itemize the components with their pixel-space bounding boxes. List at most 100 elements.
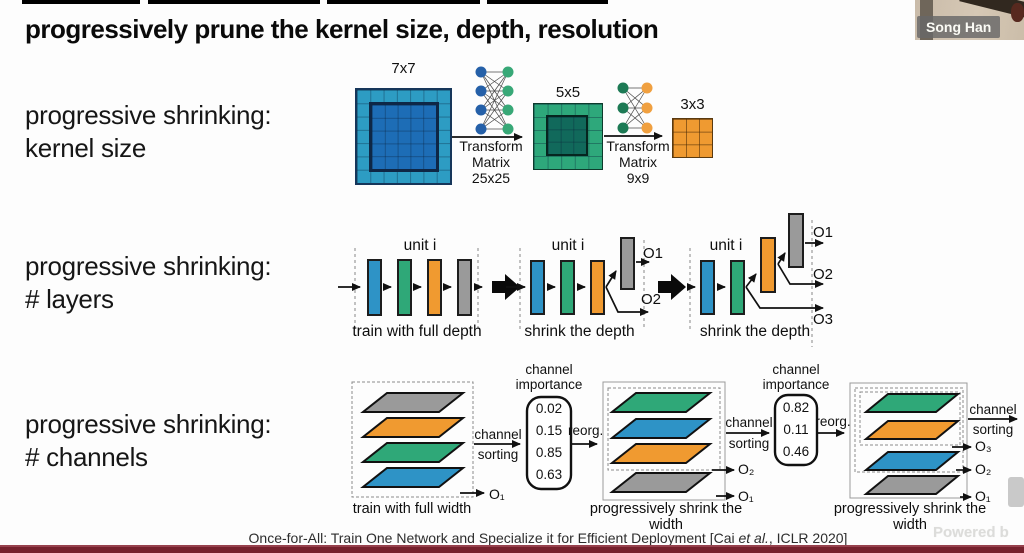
channel-sorting-label-1b: sorting	[477, 447, 519, 462]
importance-value: 0.15	[535, 423, 563, 438]
output-label-c-o3: O3	[813, 311, 834, 328]
layer-bar	[530, 260, 545, 315]
cropped-previous-line	[22, 0, 608, 4]
transform-network-icon-1	[475, 66, 514, 135]
powered-by-watermark: Powered b	[933, 524, 1009, 541]
kernel-row-label: progressive shrinking: kernel size	[25, 99, 272, 165]
channel-importance-title-2: channel importance	[749, 362, 843, 392]
channels-row-label: progressive shrinking: # channels	[25, 408, 272, 474]
width-group-1	[351, 381, 521, 498]
importance-title-1-line1: channel	[525, 362, 573, 377]
citation-etal: et al.	[738, 530, 769, 546]
channels-row-label-line2: # channels	[25, 442, 148, 472]
grid-5x5-label: 5x5	[555, 84, 581, 101]
transform1-line2: Matrix	[471, 154, 511, 170]
channel-sorting-label-2b: sorting	[728, 436, 770, 451]
depth-caption-a: train with full depth	[352, 323, 482, 340]
layer-bar	[760, 237, 776, 293]
video-background-figure	[1011, 3, 1024, 22]
channel-sorting-label-3b: sorting	[972, 422, 1014, 437]
width-caption-2: progressively shrink the width	[589, 501, 743, 533]
depth-group-b-lines	[506, 240, 650, 332]
presenter-name-badge: Song Han	[917, 16, 1001, 38]
big-arrow-2	[658, 274, 686, 300]
depth-caption-c: shrink the depth	[699, 323, 811, 340]
layers-row-label-line1: progressive shrinking:	[25, 251, 272, 281]
channel-sorting-label-3a: channel	[969, 402, 1017, 417]
width-caption-1: train with full width	[352, 501, 472, 517]
layer-bar	[397, 259, 412, 316]
output-label-g1-o1: O₁	[489, 486, 505, 502]
transform-matrix-label-2: Transform Matrix 9x9	[594, 138, 682, 186]
importance-value: 0.85	[535, 445, 563, 460]
unit-label-a: unit i	[403, 237, 437, 254]
importance-value: 0.82	[782, 400, 810, 415]
layer-bar	[620, 237, 635, 290]
importance-box-1	[525, 395, 573, 491]
unit-label-b: unit i	[551, 237, 585, 254]
transform1-line1: Transform	[459, 138, 523, 154]
transform2-line1: Transform	[606, 138, 670, 154]
presenter-video-tile[interactable]: Song Han	[915, 0, 1024, 40]
citation-text: Once-for-All: Train One Network and Spec…	[248, 530, 739, 546]
transform1-line3: 25x25	[471, 170, 511, 186]
kernel-grid-3x3	[672, 118, 713, 158]
output-label-b-o1: O1	[643, 245, 664, 262]
output-label-g2-o1: O₁	[738, 488, 754, 504]
unit-label-c: unit i	[709, 237, 743, 254]
channels-row-label-line1: progressive shrinking:	[25, 409, 272, 439]
output-label-b-o2: O2	[641, 291, 662, 308]
importance-title-1-line2: importance	[515, 377, 583, 392]
depth-group-c-lines	[687, 220, 824, 347]
layer-bar	[427, 259, 442, 316]
layer-bar	[730, 260, 745, 315]
scrollbar-thumb[interactable]	[1008, 477, 1024, 507]
layer-bar	[457, 259, 472, 316]
layer-bar	[700, 260, 715, 315]
reorg-label-1: reorg.	[568, 423, 604, 438]
depth-group-a-lines	[338, 248, 483, 332]
output-label-g3-o3: O₃	[975, 438, 992, 454]
slide-title: progressively prune the kernel size, dep…	[25, 14, 659, 44]
layers-row-label-line2: # layers	[25, 284, 114, 314]
layer-bar	[590, 260, 605, 315]
depth-caption-b: shrink the depth	[524, 323, 635, 340]
kernel-row-label-line1: progressive shrinking:	[25, 100, 272, 130]
channel-sorting-label-2a: channel	[725, 415, 773, 430]
layer-bar	[788, 213, 804, 268]
output-label-g3-o2: O₂	[975, 461, 992, 477]
citation: Once-for-All: Train One Network and Spec…	[148, 530, 948, 546]
kernel-grid-5x5-inner-3x3	[546, 115, 588, 156]
output-label-g3-o1: O₁	[975, 488, 991, 504]
output-label-c-o1: O1	[813, 224, 834, 241]
grid-3x3-label: 3x3	[680, 96, 705, 113]
importance-box-2	[773, 393, 819, 467]
channel-importance-title-1: channel importance	[502, 362, 596, 392]
kernel-grid-5x5	[533, 103, 603, 170]
bottom-red-bar	[0, 545, 1024, 553]
citation-tail: , ICLR 2020]	[768, 530, 848, 546]
transform-matrix-label-1: Transform Matrix 25x25	[444, 138, 538, 186]
width-group-2	[602, 381, 770, 501]
output-label-c-o2: O2	[813, 266, 834, 283]
importance-value: 0.02	[535, 401, 563, 416]
importance-value: 0.63	[535, 467, 563, 482]
reorg-label-2: reorg.	[815, 414, 851, 429]
importance-value: 0.46	[782, 444, 810, 459]
grid-7x7-label: 7x7	[391, 60, 416, 77]
width-group-3	[849, 382, 1018, 501]
transform2-line2: Matrix	[618, 154, 658, 170]
importance-value: 0.11	[783, 422, 809, 437]
kernel-row-label-line2: kernel size	[25, 133, 146, 163]
output-label-g2-o2: O₂	[738, 461, 755, 477]
transform-network-icon-2	[617, 82, 653, 134]
importance-title-2-line1: channel	[772, 362, 820, 377]
layer-bar	[560, 260, 575, 315]
kernel-grid-7x7-inner-5x5	[369, 102, 439, 172]
width-caption-3: progressively shrink the width	[833, 501, 987, 533]
layer-bar	[367, 259, 382, 316]
kernel-grid-7x7	[355, 88, 452, 185]
transform2-line3: 9x9	[626, 170, 650, 186]
channel-sorting-label-1a: channel	[474, 427, 522, 442]
